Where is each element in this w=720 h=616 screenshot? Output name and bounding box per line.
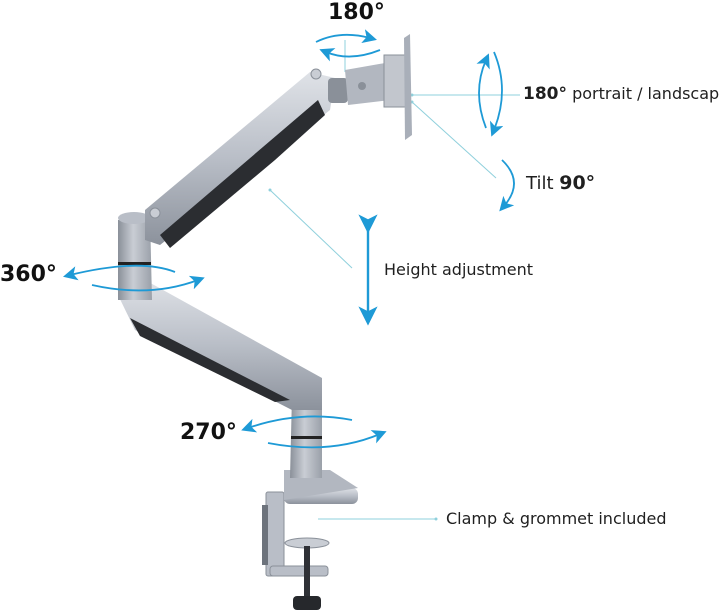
desk-clamp — [262, 470, 358, 610]
rotation-text: portrait / landscape — [567, 84, 720, 103]
top-swivel-arrow-1 — [315, 29, 377, 44]
upper-arm — [145, 68, 335, 248]
vesa-head — [328, 34, 412, 140]
tilt-label: Tilt 90° — [526, 174, 595, 193]
base-swivel-label: 270° — [180, 420, 237, 445]
upper-joint-swivel-label: 360° — [0, 262, 57, 287]
elbow-joint — [118, 212, 152, 300]
top-swivel-arrow-2 — [319, 48, 381, 62]
clamp-grommet-label: Clamp & grommet included — [446, 509, 667, 528]
rotation-arrows — [63, 29, 515, 449]
rotation-label: 180° portrait / landscape — [523, 86, 720, 103]
tilt-degrees: 90° — [559, 172, 596, 194]
top-swivel-label: 180° — [328, 0, 385, 25]
lower-arm — [118, 280, 322, 410]
tilt-text: Tilt — [526, 173, 560, 194]
height-adjustment-label: Height adjustment — [384, 260, 533, 279]
rotation-degrees: 180° — [523, 84, 567, 104]
